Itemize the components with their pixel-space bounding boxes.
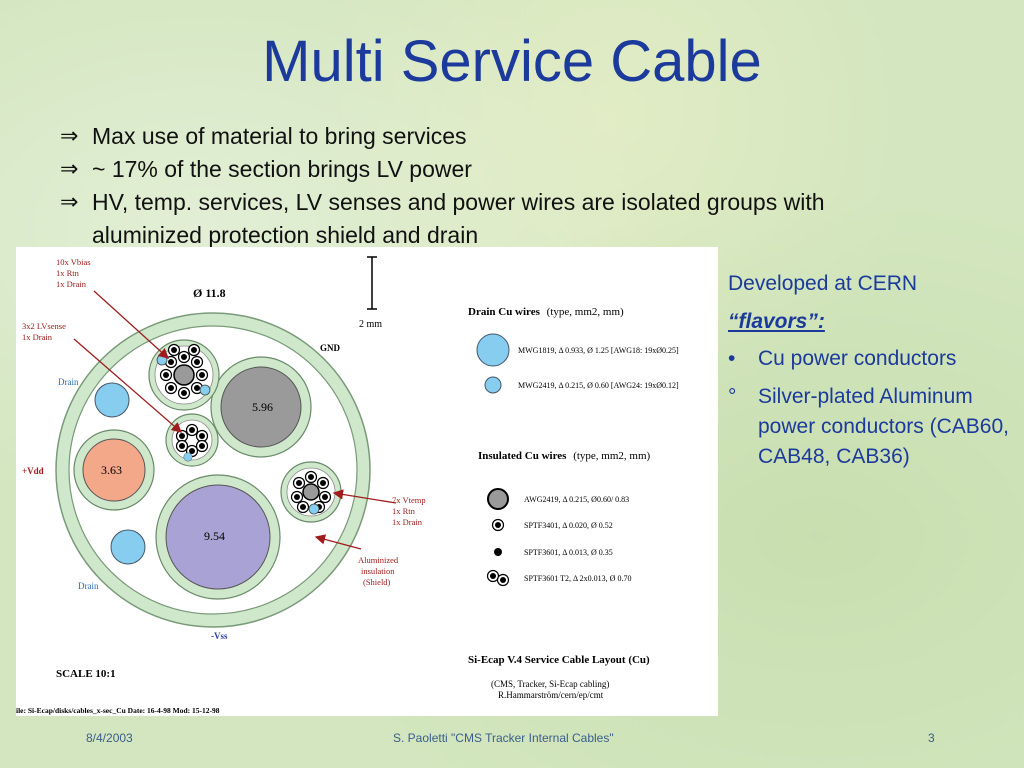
gnd-label: GND: [320, 343, 341, 353]
bullet-dot-icon: •: [728, 347, 736, 370]
drain-wire-small-icon: [484, 376, 502, 394]
scale-bar-label: 2 mm: [359, 319, 382, 330]
developed-at-cern: Developed at CERN: [728, 272, 918, 295]
bullet-text: ~ 17% of the section brings LV power: [92, 156, 472, 182]
flavor-text: Cu power conductors: [758, 347, 957, 370]
slide-title: Multi Service Cable: [262, 29, 762, 94]
diameter-label: Ø 11.8: [193, 286, 226, 300]
footer-page-number: 3: [928, 731, 935, 745]
insulated-wire-spec: SPTF3401, Δ 0.020, Ø 0.52: [524, 521, 613, 530]
drain-wire-large-icon: [476, 333, 510, 367]
drain-wire-spec: MWG2419, Δ 0.215, Ø 0.60 [AWG24: 19xØ0.1…: [518, 381, 679, 390]
drain-wire-spec: MWG1819, Δ 0.933, Ø 1.25 [AWG18: 19xØ0.2…: [518, 346, 679, 355]
flavor-text: Silver-plated Aluminum power conductors …: [758, 385, 1009, 468]
callout-vbias-line: 1x Rtn: [56, 268, 80, 278]
callout-alu-line: Aluminized: [358, 555, 399, 565]
insulated-wire-spec: SPTF3601, Δ 0.013, Ø 0.35: [524, 548, 613, 557]
bullet-list: ⇒ Max use of material to bring services …: [60, 120, 880, 252]
value-label: 3.63: [101, 463, 122, 477]
implies-arrow-icon: ⇒: [60, 157, 79, 182]
layout-author: R.Hammarström/cern/ep/cmt: [498, 690, 604, 700]
bullet-item: ⇒ ~ 17% of the section brings LV power: [60, 153, 880, 186]
drain-label-top: Drain: [58, 377, 79, 387]
callout-lvsense-line: 1x Drain: [22, 332, 53, 342]
implies-arrow-icon: ⇒: [60, 124, 79, 149]
vdd-label: +Vdd: [22, 466, 44, 476]
drain-label-bottom: Drain: [78, 581, 99, 591]
bullet-item: ⇒ HV, temp. services, LV senses and powe…: [60, 186, 880, 252]
file-info: ile: Si-Ecap/disks/cables_x-sec_Cu Date:…: [16, 706, 220, 715]
cable-cross-section-figure: 5.96 3.63 9.54: [16, 247, 718, 716]
side-panel: Developed at CERN “flavors”: • Cu power …: [728, 272, 1018, 480]
drain-legend-title: Drain Cu wires (type, mm2, mm): [468, 306, 624, 318]
drain-wire: [110, 529, 146, 565]
bullet-text: Max use of material to bring services: [92, 123, 467, 149]
bullet-text: HV, temp. services, LV senses and power …: [92, 189, 825, 248]
insulated-legend-title: Insulated Cu wires (type, mm2, mm): [478, 450, 651, 462]
awg-wire-icon: [487, 488, 509, 510]
insulated-wire-spec: AWG2419, Δ 0.215, Ø0.60/ 0.83: [524, 495, 629, 504]
bullet-item: ⇒ Max use of material to bring services: [60, 120, 880, 153]
bullet-degree-icon: °: [728, 385, 737, 408]
callout-vbias-line: 10x Vbias: [56, 257, 91, 267]
callout-alu-line: insulation: [361, 566, 395, 576]
flavor-item: ° Silver-plated Aluminum power conductor…: [728, 382, 1018, 472]
value-label: 9.54: [204, 529, 225, 543]
footer-date: 8/4/2003: [86, 731, 133, 745]
callout-vtemp-line: 7x Vtemp: [392, 495, 426, 505]
callout-vtemp-line: 1x Rtn: [392, 506, 416, 516]
sptf-wire-icon: [494, 548, 502, 556]
callout-lvsense-line: 3x2 LVsense: [22, 321, 66, 331]
callout-alu-line: (Shield): [363, 577, 391, 587]
flavors-heading: “flavors”:: [728, 310, 825, 333]
footer-author: S. Paoletti "CMS Tracker Internal Cables…: [393, 731, 614, 745]
layout-title: Si-Ecap V.4 Service Cable Layout (Cu): [468, 654, 650, 666]
scale-ratio-label: SCALE 10:1: [56, 668, 116, 680]
value-label: 5.96: [252, 400, 273, 414]
callout-vtemp-line: 1x Drain: [392, 517, 423, 527]
flavor-item: • Cu power conductors: [728, 344, 1018, 374]
drain-wire: [94, 382, 130, 418]
vss-label: -Vss: [211, 631, 228, 641]
layout-subtitle: (CMS, Tracker, Si-Ecap cabling): [491, 679, 609, 689]
insulated-wire-spec: SPTF3601 T2, Δ 2x0.013, Ø 0.70: [524, 574, 631, 583]
implies-arrow-icon: ⇒: [60, 190, 79, 215]
callout-vbias-line: 1x Drain: [56, 279, 87, 289]
